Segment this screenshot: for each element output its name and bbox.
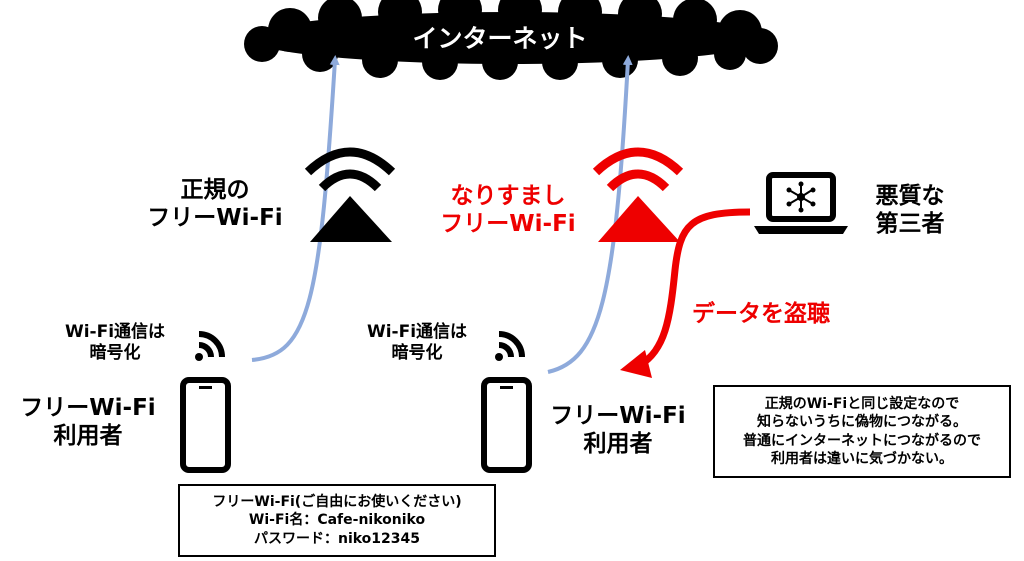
fake-ap-label-line1: なりすまし: [450, 183, 566, 209]
left-user-line1: フリーWi-Fi: [20, 395, 156, 421]
fake-wifi-access-point-icon: [592, 147, 684, 242]
right-encryption-label: Wi-Fi通信は 暗号化: [352, 322, 482, 363]
laptop-network-icon: [754, 172, 848, 234]
explanation-line1: 正規のWi-Fiと同じ設定なので: [764, 396, 960, 413]
attacker-label: 悪質な 第三者: [860, 182, 960, 238]
left-wifi-signal-icon: [195, 331, 225, 361]
left-smartphone-icon: [180, 377, 231, 473]
eavesdrop-label: データを盗聴: [692, 301, 830, 327]
wifi-info-line2: Wi-Fi名：Cafe-nikoniko: [248, 512, 426, 529]
legit-ap-label: 正規の フリーWi-Fi: [140, 176, 290, 232]
wifi-info-box: フリーWi-Fi(ご自由にお使いください) Wi-Fi名：Cafe-nikoni…: [178, 484, 496, 557]
fake-ap-label-line2: フリーWi-Fi: [440, 211, 576, 238]
right-user-line1: フリーWi-Fi: [550, 403, 686, 429]
left-user-label: フリーWi-Fi 利用者: [14, 394, 162, 450]
right-user-label: フリーWi-Fi 利用者: [538, 402, 698, 458]
legit-wifi-access-point-icon: [304, 147, 396, 242]
attacker-label-line1: 悪質な: [875, 183, 945, 209]
left-encryption-line1: Wi-Fi通信は: [64, 322, 166, 342]
right-smartphone-icon: [481, 377, 532, 473]
legit-connection-arrow: [251, 55, 340, 362]
legit-ap-label-line2: フリーWi-Fi: [147, 205, 283, 232]
left-encryption-line2: 暗号化: [89, 342, 141, 363]
eavesdrop-arrow: [620, 208, 751, 378]
explanation-line3: 普通にインターネットにつながるので: [743, 432, 981, 449]
left-encryption-label: Wi-Fi通信は 暗号化: [50, 322, 180, 363]
right-user-line2: 利用者: [583, 431, 653, 458]
attacker-label-line2: 第三者: [875, 211, 945, 238]
wifi-info-line3: パスワード：niko12345: [253, 530, 421, 547]
fake-connection-arrow: [547, 55, 633, 374]
explanation-box: 正規のWi-Fiと同じ設定なので 知らないうちに偽物につながる。 普通にインター…: [713, 385, 1011, 478]
explanation-line4: 利用者は違いに気づかない。: [771, 450, 953, 467]
internet-cloud-shape: [244, 0, 778, 80]
explanation-line2: 知らないうちに偽物につながる。: [757, 414, 967, 431]
fake-ap-label: なりすまし フリーWi-Fi: [428, 182, 588, 238]
left-user-line2: 利用者: [53, 423, 123, 450]
right-wifi-signal-icon: [495, 331, 525, 361]
right-encryption-line1: Wi-Fi通信は: [366, 322, 468, 342]
wifi-info-line1: フリーWi-Fi(ご自由にお使いください): [212, 494, 462, 511]
internet-label: インターネット: [412, 24, 588, 53]
right-encryption-line2: 暗号化: [391, 342, 443, 363]
legit-ap-label-line1: 正規の: [180, 177, 250, 203]
